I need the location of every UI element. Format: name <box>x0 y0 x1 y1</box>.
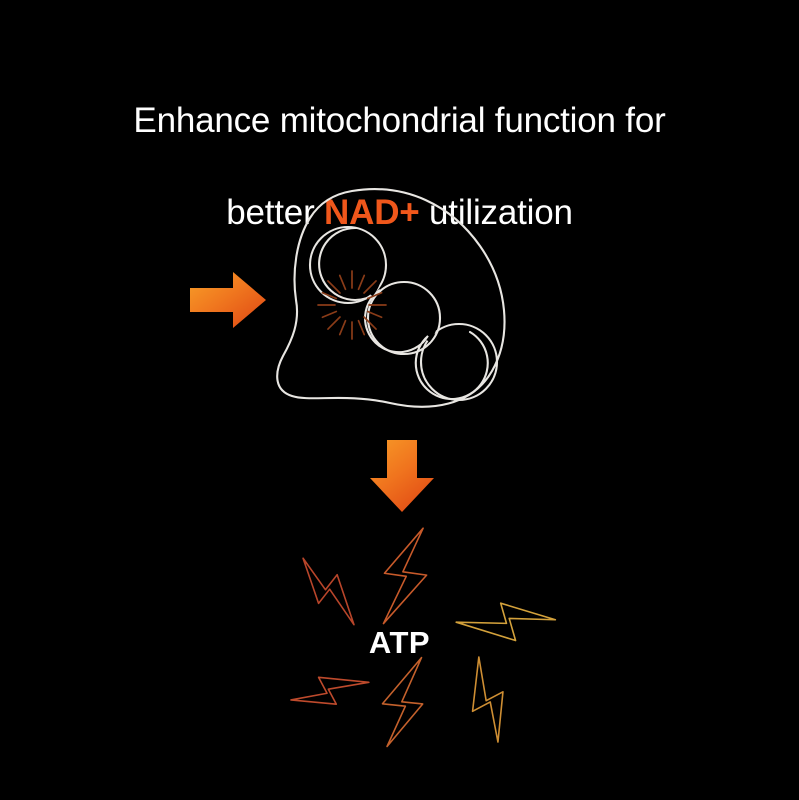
bolt-lower-right <box>471 656 504 743</box>
crista-circle-2 <box>366 280 442 356</box>
crista-circle-3 <box>419 322 499 402</box>
atp-label: ATP <box>368 625 431 660</box>
input-arrow <box>190 272 266 328</box>
mitochondrial-energy-burst <box>317 270 387 340</box>
mitochondrion-cristae-path <box>318 226 489 401</box>
bolt-top <box>382 527 428 625</box>
bolt-lower-left <box>290 676 370 705</box>
title-line-2-prefix: better <box>226 193 325 232</box>
bolt-bottom <box>381 656 424 748</box>
output-arrow <box>370 440 434 512</box>
mitochondrion-outer-membrane <box>276 188 506 408</box>
nad-plus-accent: NAD+ <box>324 193 420 232</box>
page-title: Enhance mitochondrial function for bette… <box>0 52 799 282</box>
title-line-2-suffix: utilization <box>419 193 573 232</box>
title-line-1: Enhance mitochondrial function for <box>133 101 666 140</box>
crista-circle-1 <box>308 225 388 305</box>
atp-energy-burst <box>290 527 557 748</box>
cristae-connector-mask <box>369 282 436 343</box>
bolt-upper-left <box>302 557 355 626</box>
bolt-right <box>455 602 557 642</box>
title-line-2: better NAD+ utilization <box>0 190 799 236</box>
mitochondrion <box>276 188 506 408</box>
